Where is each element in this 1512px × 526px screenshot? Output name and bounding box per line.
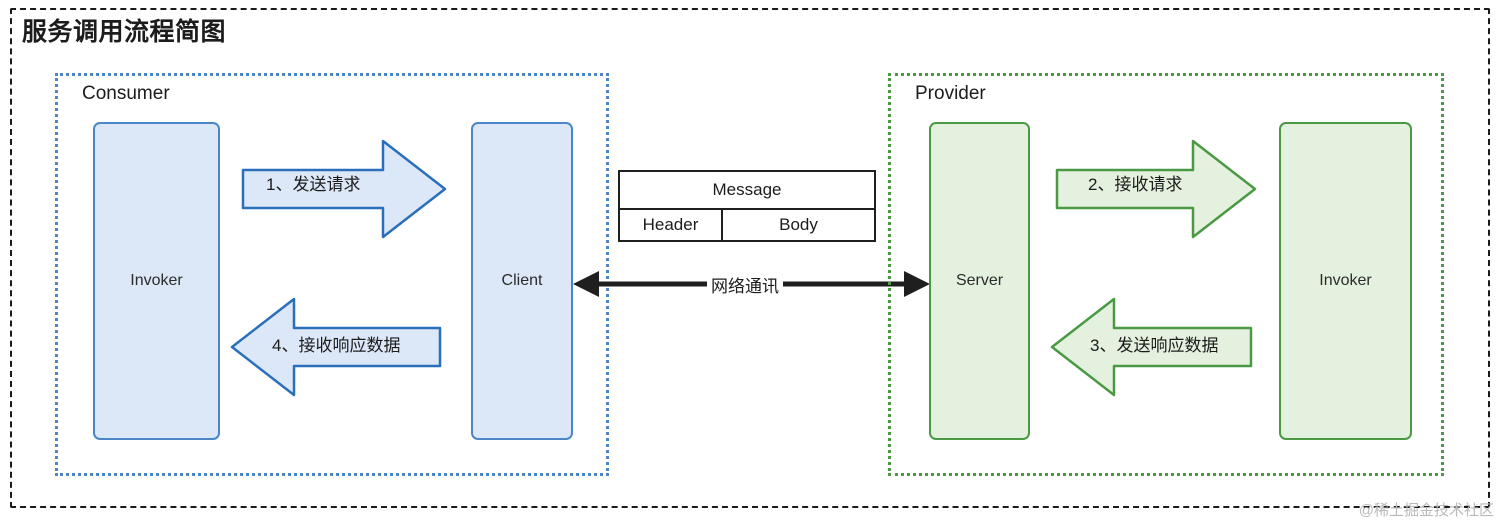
message-body-text: Body xyxy=(779,215,818,234)
arrow-receive-response-left-icon xyxy=(230,297,442,397)
message-fields-row: Header Body xyxy=(620,210,874,240)
network-link-label: 网络通讯 xyxy=(707,272,783,297)
consumer-group-label: Consumer xyxy=(82,83,170,104)
message-header-text: Header xyxy=(642,215,699,234)
node-provider-invoker[interactable]: Invoker xyxy=(1279,122,1412,440)
node-client[interactable]: Client xyxy=(471,122,573,440)
node-server[interactable]: Server xyxy=(929,122,1030,440)
arrow-receive-request-right-icon xyxy=(1055,139,1257,239)
node-client-label: Client xyxy=(501,272,543,289)
arrow-send-response-left-icon xyxy=(1050,297,1253,397)
node-consumer-invoker-label: Invoker xyxy=(130,272,183,289)
message-title-text: Message xyxy=(712,180,782,199)
watermark: @稀土掘金技术社区 xyxy=(1358,502,1494,519)
message-title-cell: Message xyxy=(620,172,874,210)
consumer-group-box: Consumer xyxy=(55,73,609,476)
message-header-cell: Header xyxy=(620,210,723,240)
provider-group-box: Provider xyxy=(888,73,1444,476)
outer-dashed-frame xyxy=(10,8,1490,508)
message-structure-table: Message Header Body xyxy=(618,170,876,242)
node-provider-invoker-label: Invoker xyxy=(1319,272,1372,289)
provider-group-label: Provider xyxy=(915,83,986,104)
node-server-label: Server xyxy=(955,272,1004,289)
message-body-cell: Body xyxy=(723,210,874,240)
node-consumer-invoker[interactable]: Invoker xyxy=(93,122,220,440)
page-title: 服务调用流程简图 xyxy=(22,18,227,46)
arrow-send-request-right-icon xyxy=(241,139,447,239)
